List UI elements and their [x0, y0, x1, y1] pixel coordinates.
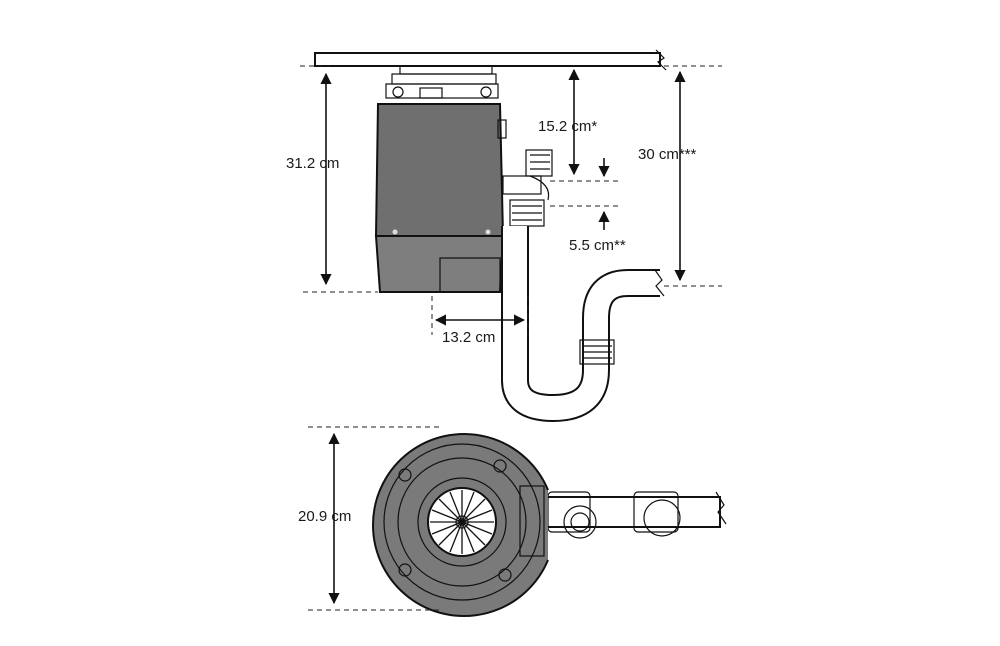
top-view-disposer — [372, 433, 549, 617]
disposer-body — [374, 103, 507, 293]
outlet-fitting — [509, 199, 545, 227]
side-view — [300, 49, 722, 422]
mounting-assembly — [385, 65, 499, 99]
label-outlet-trap: 30 cm*** — [638, 146, 697, 163]
label-dishwasher-drop: 5.5 cm** — [569, 237, 626, 254]
label-diameter: 20.9 cm — [298, 508, 352, 525]
sink-countertop — [314, 52, 661, 67]
label-inlet-drop: 15.2 cm* — [538, 118, 598, 135]
dishwasher-inlet — [502, 149, 553, 201]
label-outlet-offset: 13.2 cm — [442, 329, 496, 346]
top-view-pipe — [539, 491, 727, 539]
label-height: 31.2 cm — [286, 155, 340, 172]
p-trap — [501, 226, 665, 422]
top-view — [308, 426, 727, 617]
